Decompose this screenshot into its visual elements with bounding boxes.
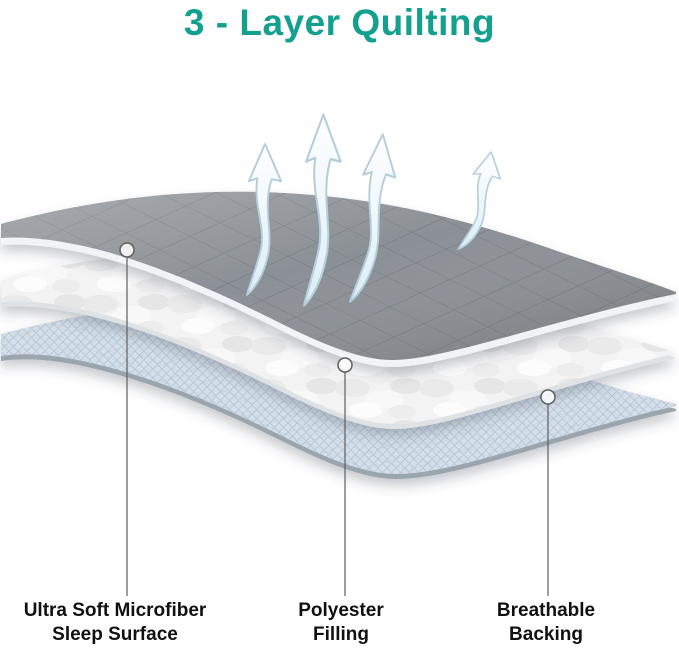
label-line: Polyester — [298, 600, 384, 621]
callout-marker — [337, 357, 353, 373]
callout-polyester-filling — [337, 357, 353, 596]
callout-marker — [119, 242, 135, 258]
page-title: 3 - Layer Quilting — [183, 2, 496, 43]
label-line: Backing — [509, 623, 583, 645]
callout-sleep-surface — [119, 242, 135, 596]
callout-breathable-backing — [540, 389, 556, 596]
callout-marker — [540, 389, 556, 405]
label-line: Filling — [313, 623, 369, 645]
label-polyester-filling: Polyester Filling — [266, 599, 416, 647]
callouts — [119, 242, 556, 596]
label-line: Breathable — [496, 600, 596, 621]
label-line: Sleep Surface — [52, 623, 178, 645]
label-sleep-surface: Ultra Soft Microfiber Sleep Surface — [8, 599, 222, 647]
label-line: Ultra Soft Microfiber — [23, 600, 207, 621]
label-breathable-backing: Breathable Backing — [471, 599, 621, 647]
